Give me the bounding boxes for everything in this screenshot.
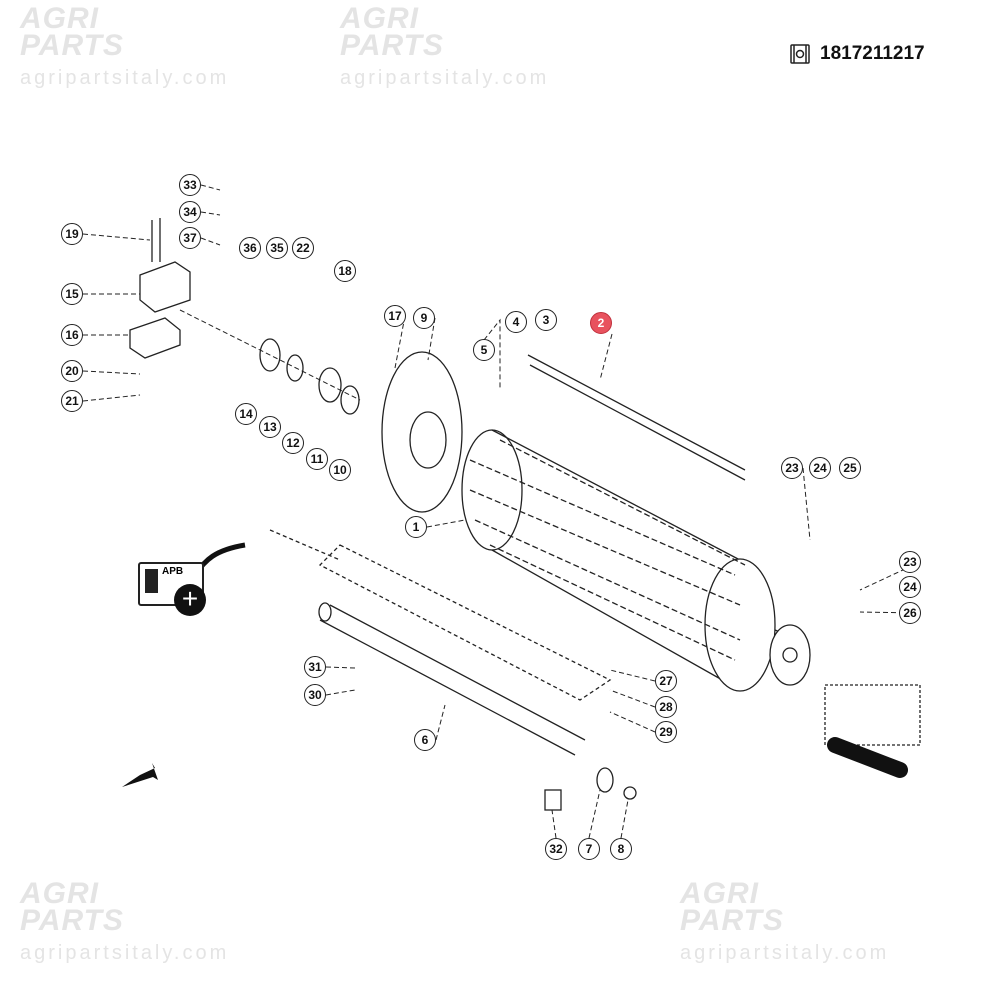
callout-34[interactable]: 34 [179,201,201,223]
callout-12[interactable]: 12 [282,432,304,454]
watermark-url: agripartsitaly.com [20,67,230,89]
callout-33[interactable]: 33 [179,174,201,196]
guide-rail [269,529,612,701]
rotor-drum [461,429,811,692]
callout-1[interactable]: 1 [405,516,427,538]
callout-17[interactable]: 17 [384,305,406,327]
bearing-set [259,338,360,415]
callout-30[interactable]: 30 [304,684,326,706]
parts-catalog-icon [790,44,810,64]
callout-29[interactable]: 29 [655,721,677,743]
callout-15[interactable]: 15 [61,283,83,305]
add-plus-icon[interactable]: + [174,584,206,616]
callout-25[interactable]: 25 [839,457,861,479]
apb-card-graphic [145,569,158,593]
callout-24[interactable]: 24 [899,576,921,598]
callout-24[interactable]: 24 [809,457,831,479]
callout-2[interactable]: 2 [590,312,612,334]
callout-3[interactable]: 3 [535,309,557,331]
knife-bar [527,354,746,481]
callout-6[interactable]: 6 [414,729,436,751]
callout-21[interactable]: 21 [61,390,83,412]
callout-5[interactable]: 5 [473,339,495,361]
callout-28[interactable]: 28 [655,696,677,718]
direction-arrow-icon [122,763,158,787]
callout-20[interactable]: 20 [61,360,83,382]
callout-36[interactable]: 36 [239,237,261,259]
callout-7[interactable]: 7 [578,838,600,860]
watermark-url: agripartsitaly.com [340,67,550,89]
part-number-header: 1817211217 [788,42,925,66]
callout-23[interactable]: 23 [781,457,803,479]
callout-11[interactable]: 11 [306,448,328,470]
callout-14[interactable]: 14 [235,403,257,425]
callout-18[interactable]: 18 [334,260,356,282]
callout-22[interactable]: 22 [292,237,314,259]
leader-lines [82,184,921,839]
watermark-url: agripartsitaly.com [20,942,230,964]
bracket [129,218,191,359]
callout-4[interactable]: 4 [505,311,527,333]
callout-9[interactable]: 9 [413,307,435,329]
watermark-url: agripartsitaly.com [680,942,890,964]
callout-8[interactable]: 8 [610,838,632,860]
callout-32[interactable]: 32 [545,838,567,860]
callout-35[interactable]: 35 [266,237,288,259]
callout-31[interactable]: 31 [304,656,326,678]
flange-disc [381,351,463,513]
inset-assembly [824,684,921,778]
callout-13[interactable]: 13 [259,416,281,438]
callout-23[interactable]: 23 [899,551,921,573]
callout-19[interactable]: 19 [61,223,83,245]
callout-16[interactable]: 16 [61,324,83,346]
callout-26[interactable]: 26 [899,602,921,624]
shaft [318,602,637,811]
apb-label: APB [162,566,184,577]
callout-27[interactable]: 27 [655,670,677,692]
callout-10[interactable]: 10 [329,459,351,481]
part-number: 1817211217 [820,43,925,64]
callout-37[interactable]: 37 [179,227,201,249]
